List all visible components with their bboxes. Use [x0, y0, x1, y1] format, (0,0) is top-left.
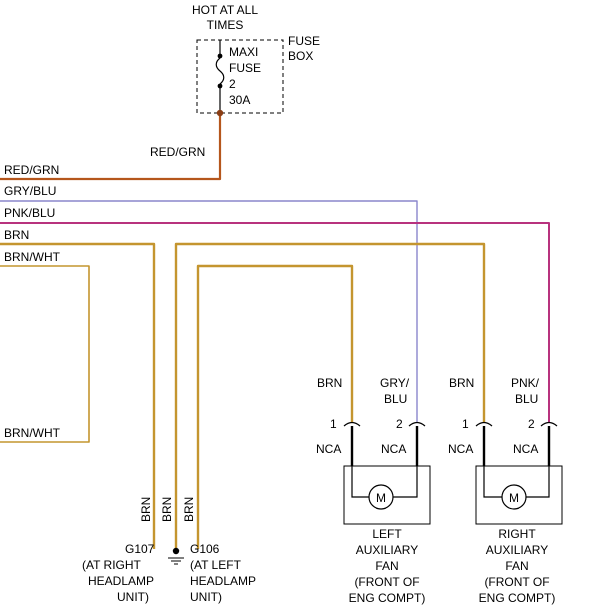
right-fan-pin1-wire-label: BRN: [449, 376, 474, 390]
left-fan-pin2-wire-label-2: BLU: [384, 392, 407, 406]
right-fan-pin2-wire-label-2: BLU: [515, 392, 538, 406]
right-fan-name-2: AUXILIARY: [486, 543, 548, 557]
wire-brn-left-fan: [196, 264, 354, 549]
left-fan-motor-label: M: [376, 491, 386, 505]
right-fan-name-3: FAN: [505, 559, 528, 573]
g107-location-3: UNIT): [117, 590, 149, 604]
right-fan-location: (FRONT OF: [484, 575, 549, 589]
red-grn-splice: [216, 109, 224, 117]
left-fan-connector-2-icon: [408, 421, 426, 427]
wire-pnk-blu: [0, 222, 550, 423]
fuse-box-label-2: BOX: [288, 49, 313, 63]
wire-gry-blu: [0, 200, 418, 423]
left-fan-housing: [343, 465, 431, 525]
g107-location: (AT RIGHT: [82, 558, 142, 572]
fuse-box-outline: [196, 39, 284, 114]
right-fan-motor-label: M: [509, 491, 519, 505]
right-fan-name: RIGHT: [498, 527, 536, 541]
left-fan-pin2-wire-label: GRY/: [380, 376, 410, 390]
g106-location-3: UNIT): [190, 590, 222, 604]
left-fan-name: LEFT: [372, 527, 402, 541]
wire-brn-right-fan: [174, 242, 486, 549]
ground-group: BRN BRN BRN G107 (AT RIGHT HEADLAMP UNIT…: [82, 497, 256, 604]
wire-brn: [0, 242, 156, 549]
right-fan-pin2-number: 2: [528, 417, 535, 431]
fuse-box: HOT AT ALL TIMES FUSE BOX MAXI FUSE 2 30…: [192, 3, 320, 114]
ground-symbol-icon: [168, 557, 184, 565]
g107-location-2: HEADLAMP: [88, 574, 154, 588]
brn-wht-label-top: BRN/WHT: [4, 250, 61, 264]
red-grn-vertical-label: RED/GRN: [150, 145, 205, 159]
ground-wire-label-3: BRN: [182, 497, 196, 522]
left-fan-location: (FRONT OF: [354, 575, 419, 589]
fuse-type-label-2: FUSE: [229, 61, 261, 75]
left-fan-name-3: FAN: [375, 559, 398, 573]
ground-wire-label-1: BRN: [139, 497, 153, 522]
left-fan-pin1-number: 1: [330, 417, 337, 431]
left-fan-connector-1-icon: [343, 421, 361, 427]
wire-red-grn: [0, 113, 222, 181]
left-fan-pin2-number: 2: [396, 417, 403, 431]
left-fan-motor-wiring: [351, 466, 418, 498]
pnk-blu-label: PNK/BLU: [4, 206, 55, 220]
right-fan-connector-1-icon: [475, 421, 493, 427]
right-fan-connector-2-icon: [540, 421, 558, 427]
left-fan-motor-icon: [368, 484, 394, 510]
right-fan-motor-icon: [501, 484, 527, 510]
fuse-number-label: 2: [229, 77, 236, 91]
brn-label: BRN: [4, 228, 29, 242]
hot-at-all-times-label: HOT AT ALL: [192, 3, 258, 17]
g106-location: (AT LEFT: [190, 558, 242, 572]
red-grn-label: RED/GRN: [4, 163, 59, 177]
right-fan-location-2: ENG COMPT): [479, 591, 556, 605]
right-fan-nca-2: NCA: [513, 442, 538, 456]
left-auxiliary-fan: BRN GRY/ BLU 1 2 NCA NCA M LEFT AUXILIAR…: [316, 376, 431, 605]
wire-brn-wht: [0, 265, 90, 443]
g107-label: G107: [125, 542, 155, 556]
left-fan-location-2: ENG COMPT): [349, 591, 426, 605]
fuse-element: [215, 57, 225, 85]
right-fan-housing: [475, 465, 563, 525]
gry-blu-label: GRY/BLU: [4, 184, 56, 198]
g106-label: G106: [190, 542, 220, 556]
fuse-box-label: FUSE: [288, 34, 320, 48]
g106-location-2: HEADLAMP: [190, 574, 256, 588]
left-fan-pin1-wire-label: BRN: [317, 376, 342, 390]
left-fan-nca-1: NCA: [316, 442, 341, 456]
ground-splice: [172, 547, 180, 555]
hot-at-all-times-label-2: TIMES: [207, 18, 244, 32]
fuse-type-label: MAXI: [229, 45, 258, 59]
fuse-rating-label: 30A: [229, 93, 250, 107]
left-fan-nca-2: NCA: [381, 442, 406, 456]
right-auxiliary-fan: BRN PNK/ BLU 1 2 NCA NCA M RIGHT AUXILIA…: [448, 376, 563, 605]
right-fan-nca-1: NCA: [448, 442, 473, 456]
brn-wht-label-bottom: BRN/WHT: [4, 426, 61, 440]
fuse-terminal-top: [217, 53, 223, 59]
right-fan-pin1-number: 1: [462, 417, 469, 431]
right-fan-motor-wiring: [483, 466, 550, 498]
right-fan-pin2-wire-label: PNK/: [511, 376, 540, 390]
ground-wire-label-2: BRN: [160, 497, 174, 522]
left-fan-name-2: AUXILIARY: [356, 543, 418, 557]
